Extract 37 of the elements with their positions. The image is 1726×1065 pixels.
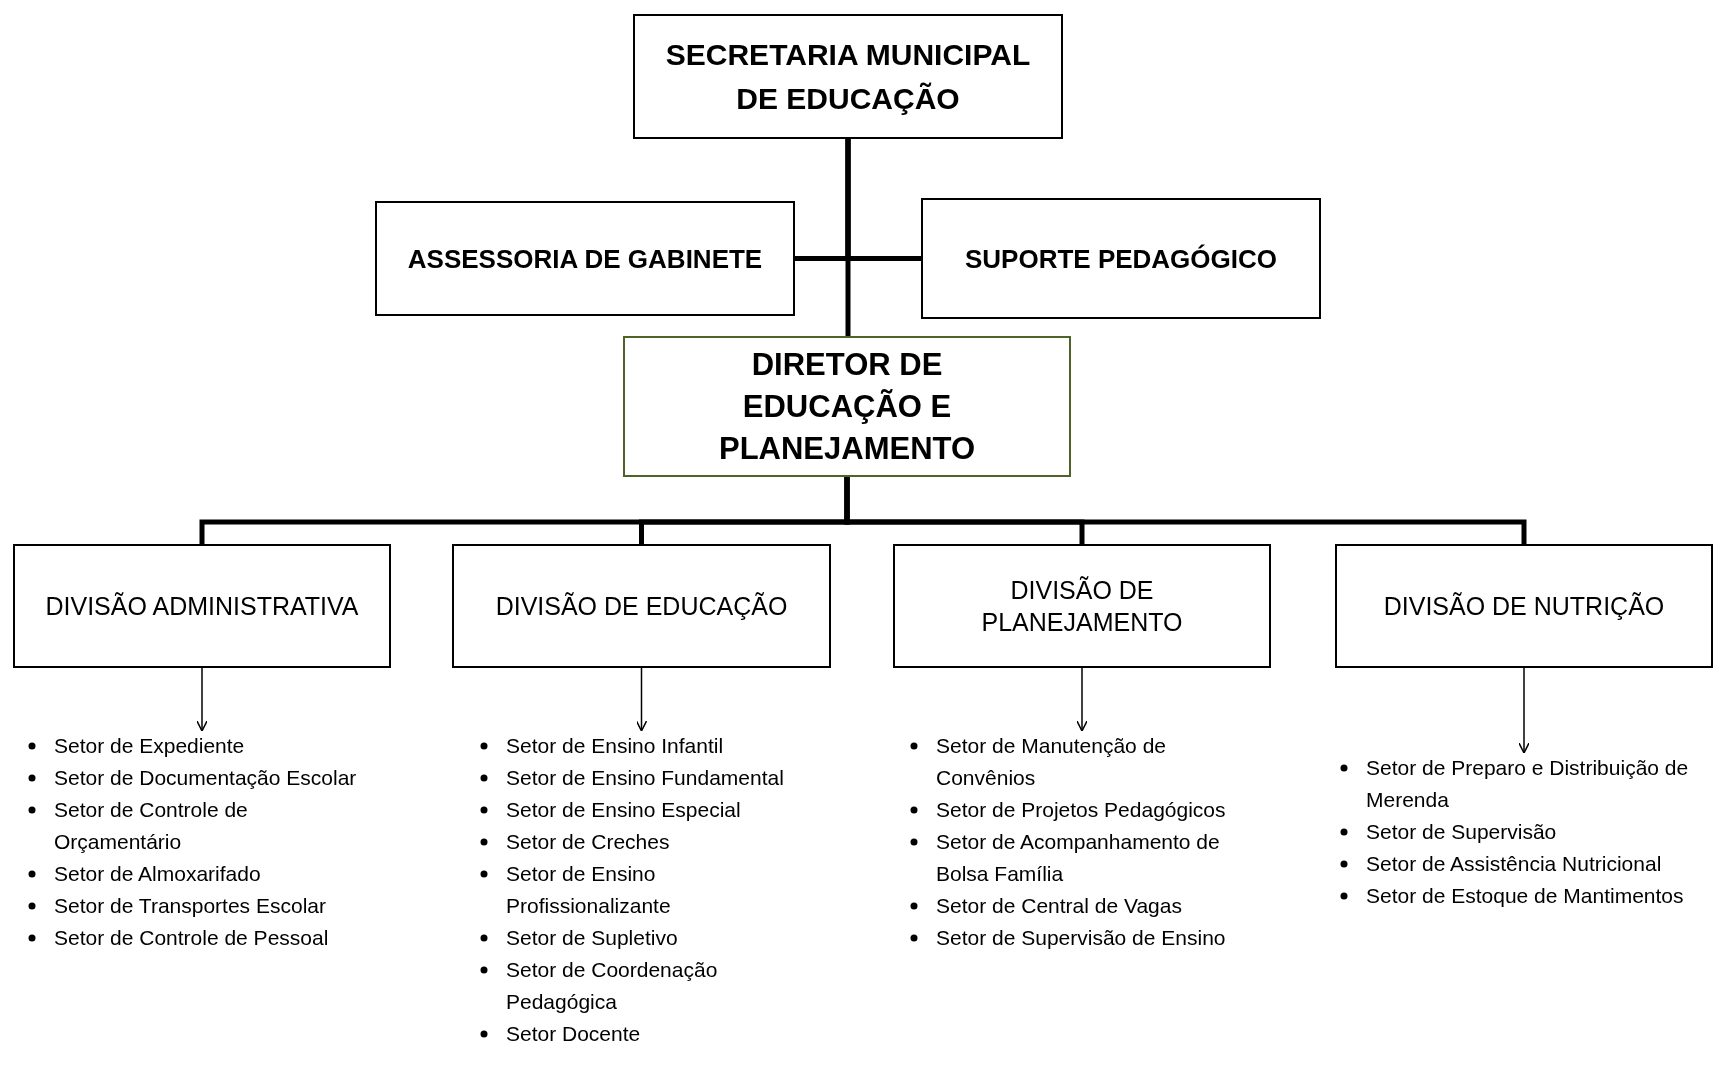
sector-item: Setor de Supletivo xyxy=(506,925,678,951)
sector-item: Setor de Creches xyxy=(506,829,670,855)
org-box: DIRETOR DE EDUCAÇÃO E PLANEJAMENTO xyxy=(623,336,1071,477)
org-box: SUPORTE PEDAGÓGICO xyxy=(921,198,1321,319)
sector-item: Setor de Central de Vagas xyxy=(936,893,1182,919)
connector-line xyxy=(844,477,1527,544)
sector-item: Setor de Controle de Pessoal xyxy=(54,925,329,951)
arrow xyxy=(1076,667,1088,732)
division-box: DIVISÃO DE NUTRIÇÃO xyxy=(1335,544,1713,668)
connector-line xyxy=(845,139,851,336)
sector-item: Setor de Controle de Orçamentário xyxy=(54,797,249,855)
division-box: DIVISÃO DE PLANEJAMENTO xyxy=(893,544,1271,668)
sector-item: Setor de Manutenção de Convênios xyxy=(936,733,1167,791)
sector-item: Setor de Preparo e Distribuição de Merenda xyxy=(1366,755,1690,813)
sector-item: Setor de Coordenação Pedagógica xyxy=(506,957,719,1015)
sector-item: Setor de Ensino Profissionalizante xyxy=(506,861,672,919)
sector-item: Setor de Acompanhamento de Bolsa Família xyxy=(936,829,1221,887)
org-box: SECRETARIA MUNICIPAL DE EDUCAÇÃO xyxy=(633,14,1063,139)
sector-item: Setor de Ensino Especial xyxy=(506,797,741,823)
org-box: ASSESSORIA DE GABINETE xyxy=(375,201,795,316)
sector-item: Setor de Assistência Nutricional xyxy=(1366,851,1662,877)
sector-item: Setor de Expediente xyxy=(54,733,245,759)
arrow xyxy=(635,667,648,732)
sector-item: Setor de Ensino Infantil xyxy=(506,733,724,759)
sector-item: Setor de Estoque de Mantimentos xyxy=(1366,883,1684,909)
division-box: DIVISÃO ADMINISTRATIVA xyxy=(13,544,391,668)
arrow xyxy=(196,667,208,732)
sector-item: Setor de Documentação Escolar xyxy=(54,765,357,791)
division-box: DIVISÃO DE EDUCAÇÃO xyxy=(452,544,831,668)
sector-item: Setor de Supervisão xyxy=(1366,819,1557,845)
sector-item: Setor Docente xyxy=(506,1021,641,1047)
sector-item: Setor de Projetos Pedagógicos xyxy=(936,797,1226,823)
sector-item: Setor de Ensino Fundamental xyxy=(506,765,784,791)
arrow xyxy=(1518,667,1530,754)
sector-item: Setor de Transportes Escolar xyxy=(54,893,326,919)
sector-item: Setor de Almoxarifado xyxy=(54,861,261,887)
sector-item: Setor de Supervisão de Ensino xyxy=(936,925,1226,951)
